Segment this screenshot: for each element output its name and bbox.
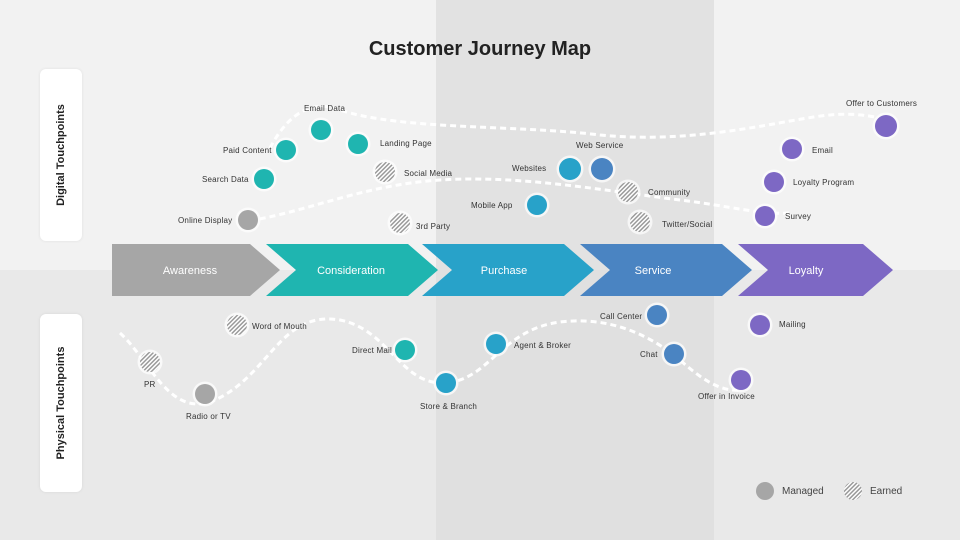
touchpoint-online-display bbox=[238, 210, 258, 230]
touchpoint-mobile-app bbox=[527, 195, 547, 215]
touchpoint-call-center bbox=[647, 305, 667, 325]
touchpoint-label-third-party: 3rd Party bbox=[416, 222, 451, 231]
touchpoint-label-email-data: Email Data bbox=[304, 104, 346, 113]
digital-path-lower bbox=[239, 177, 791, 224]
touchpoint-label-offer-to-customers: Offer to Customers bbox=[846, 99, 918, 108]
stage-arrow-service bbox=[580, 244, 752, 296]
touchpoint-social-media bbox=[375, 162, 395, 182]
touchpoint-landing-page bbox=[348, 134, 368, 154]
touchpoint-community bbox=[618, 182, 638, 202]
touchpoint-label-call-center: Call Center bbox=[600, 312, 643, 321]
stage-label-service: Service bbox=[635, 265, 672, 277]
earned-legend-swatch bbox=[844, 482, 862, 500]
touchpoint-offer-to-customers bbox=[875, 115, 897, 137]
touchpoint-word-of-mouth bbox=[227, 315, 247, 335]
touchpoint-label-survey: Survey bbox=[785, 212, 812, 221]
stage-label-purchase: Purchase bbox=[481, 265, 527, 277]
touchpoint-third-party bbox=[390, 213, 410, 233]
touchpoint-label-websites: Websites bbox=[512, 164, 547, 173]
managed-legend-swatch bbox=[756, 482, 774, 500]
touchpoint-email bbox=[782, 139, 802, 159]
touchpoint-label-mailing: Mailing bbox=[779, 320, 806, 329]
touchpoint-label-pr: PR bbox=[144, 380, 156, 389]
touchpoint-web-service bbox=[591, 158, 613, 180]
touchpoint-label-agent-broker: Agent & Broker bbox=[514, 341, 572, 350]
touchpoint-paid-content bbox=[276, 140, 296, 160]
touchpoint-search-data bbox=[254, 169, 274, 189]
touchpoints bbox=[137, 112, 900, 407]
stage-label-consideration: Consideration bbox=[317, 265, 385, 277]
touchpoint-offer-in-invoice bbox=[731, 370, 751, 390]
touchpoint-label-social-media: Social Media bbox=[404, 169, 453, 178]
touchpoint-pr bbox=[140, 352, 160, 372]
touchpoint-label-paid-content: Paid Content bbox=[223, 146, 272, 155]
touchpoint-label-word-of-mouth: Word of Mouth bbox=[252, 322, 307, 331]
stage-arrow-consideration bbox=[266, 244, 438, 296]
touchpoint-label-web-service: Web Service bbox=[576, 141, 624, 150]
touchpoint-direct-mail bbox=[395, 340, 415, 360]
touchpoint-survey bbox=[755, 206, 775, 226]
digital-touchpoints-card: Digital Touchpoints bbox=[40, 69, 82, 241]
touchpoint-label-community: Community bbox=[648, 188, 691, 197]
touchpoint-label-mobile-app: Mobile App bbox=[471, 201, 513, 210]
legend-earned: Earned bbox=[844, 481, 902, 501]
touchpoint-label-loyalty-program: Loyalty Program bbox=[793, 178, 855, 187]
touchpoint-mailing bbox=[750, 315, 770, 335]
touchpoint-email-data bbox=[311, 120, 331, 140]
touchpoint-label-offer-in-invoice: Offer in Invoice bbox=[698, 392, 755, 401]
stage-label-awareness: Awareness bbox=[163, 265, 218, 277]
physical-touchpoints-card: Physical Touchpoints bbox=[40, 314, 82, 492]
stage-arrows: Awareness Consideration Purchase Service Loy… bbox=[112, 244, 893, 296]
physical-path bbox=[118, 317, 741, 406]
legend-managed-label: Managed bbox=[782, 485, 824, 497]
digital-path-upper bbox=[268, 104, 896, 149]
touchpoint-label-landing-page: Landing Page bbox=[380, 139, 432, 148]
stage-arrow-purchase bbox=[422, 244, 594, 296]
touchpoint-agent-broker bbox=[486, 334, 506, 354]
touchpoint-radio-tv bbox=[195, 384, 215, 404]
touchpoint-websites bbox=[559, 158, 581, 180]
touchpoint-label-email: Email bbox=[812, 146, 834, 155]
touchpoint-label-store-branch: Store & Branch bbox=[420, 402, 478, 411]
touchpoint-label-search-data: Search Data bbox=[202, 175, 249, 184]
touchpoint-label-chat: Chat bbox=[640, 350, 658, 359]
page-title: Customer Journey Map bbox=[368, 38, 592, 60]
touchpoint-loyalty-program bbox=[764, 172, 784, 192]
stage-arrow-awareness bbox=[112, 244, 280, 296]
touchpoint-twitter-social bbox=[630, 212, 650, 232]
touchpoint-label-radio-tv: Radio or TV bbox=[186, 412, 231, 421]
touchpoint-label-direct-mail: Direct Mail bbox=[352, 346, 392, 355]
legend-managed: Managed bbox=[756, 481, 824, 501]
stage-label-loyalty: Loyalty bbox=[789, 265, 824, 277]
stage-arrow-loyalty bbox=[738, 244, 893, 296]
touchpoint-chat bbox=[664, 344, 684, 364]
legend-earned-label: Earned bbox=[870, 485, 903, 497]
touchpoint-store-branch bbox=[436, 373, 456, 393]
touchpoint-label-twitter-social: Twitter/Social bbox=[662, 220, 713, 229]
touchpoint-label-online-display: Online Display bbox=[178, 216, 233, 225]
